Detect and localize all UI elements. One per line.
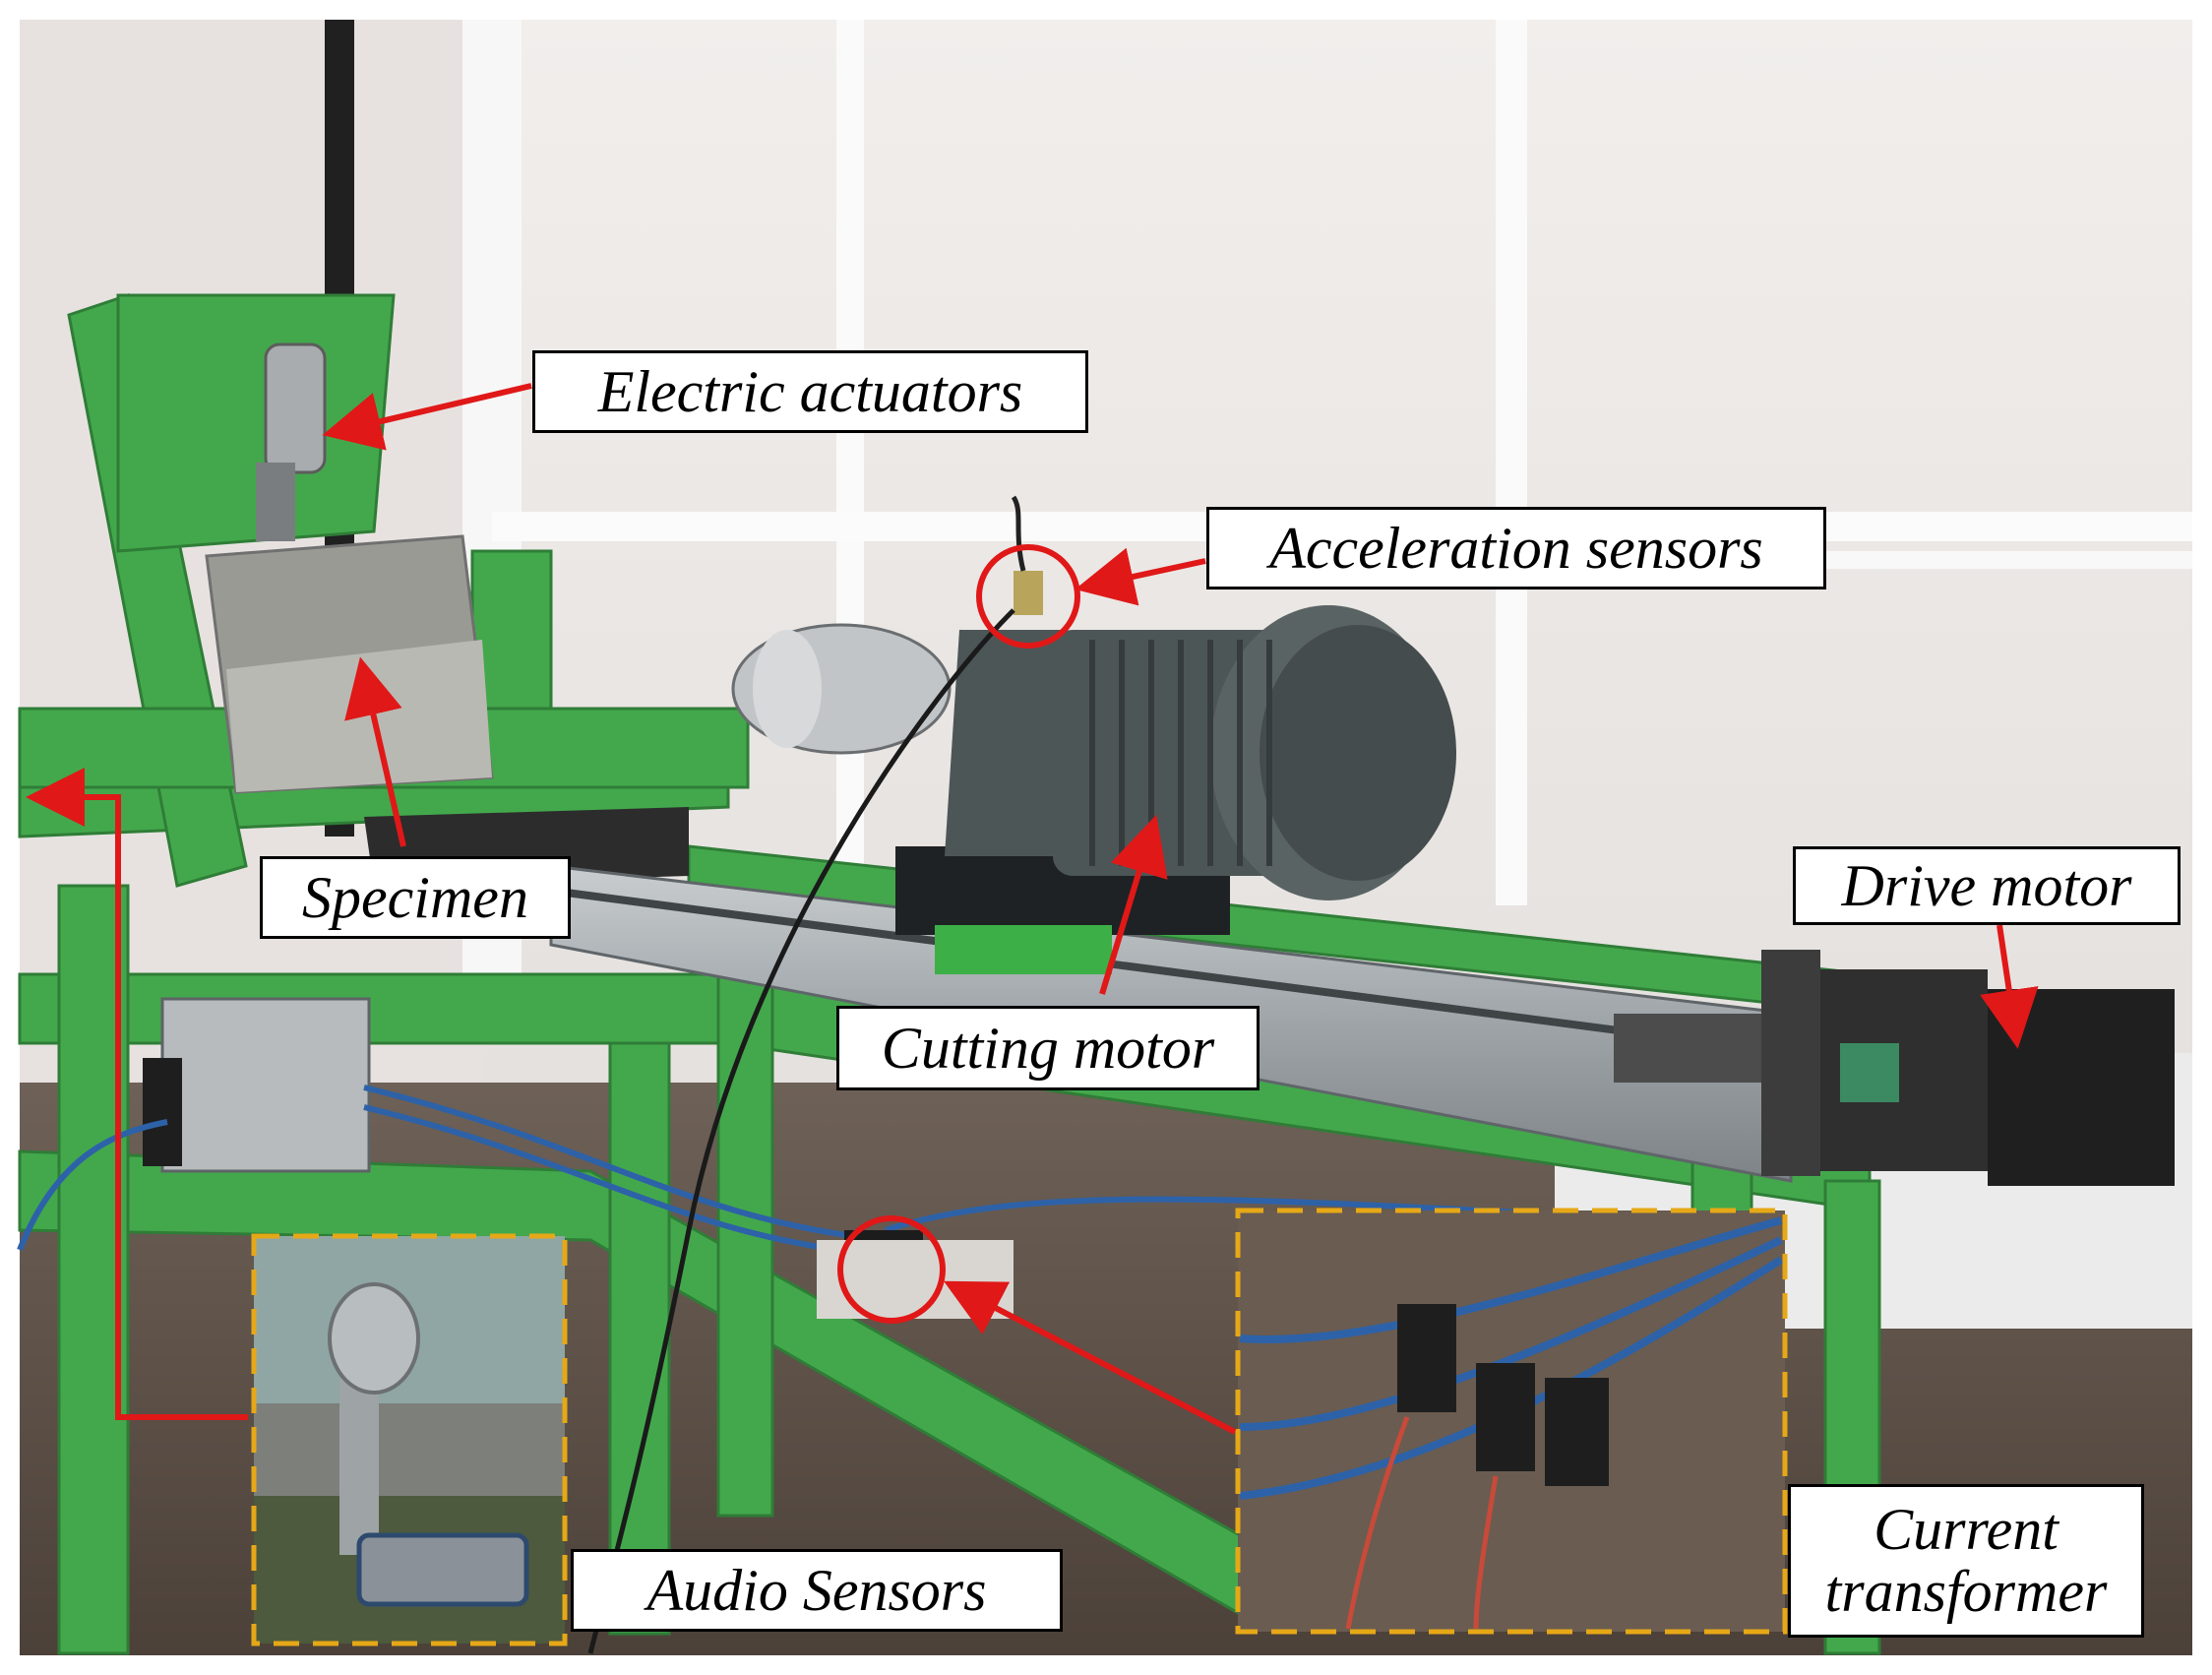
current-clamp-highlight [837,1215,946,1324]
label-current-transformer-line2: transformer [1824,1559,2108,1624]
current-transformer-inset [1235,1208,1788,1635]
label-specimen: Specimen [260,856,571,939]
label-current-transformer: Current transformer [1788,1484,2144,1638]
control-box [143,997,371,1173]
label-electric-actuators: Electric actuators [532,350,1088,433]
audio-sensor-inset [251,1233,568,1646]
accelerometer [1011,495,1043,615]
drive-motor [1614,950,2175,1186]
label-drive-motor: Drive motor [1793,846,2181,925]
label-cutting-motor: Cutting motor [836,1006,1260,1090]
annotation-arrows [25,383,2039,1435]
acceleration-sensor-highlight [976,544,1080,649]
cutting-motor [731,605,1456,974]
concrete-specimen [205,534,494,794]
label-acceleration-sensors: Acceleration sensors [1206,507,1826,589]
label-current-transformer-line1: Current [1874,1497,2058,1562]
label-audio-sensors: Audio Sensors [571,1549,1063,1632]
